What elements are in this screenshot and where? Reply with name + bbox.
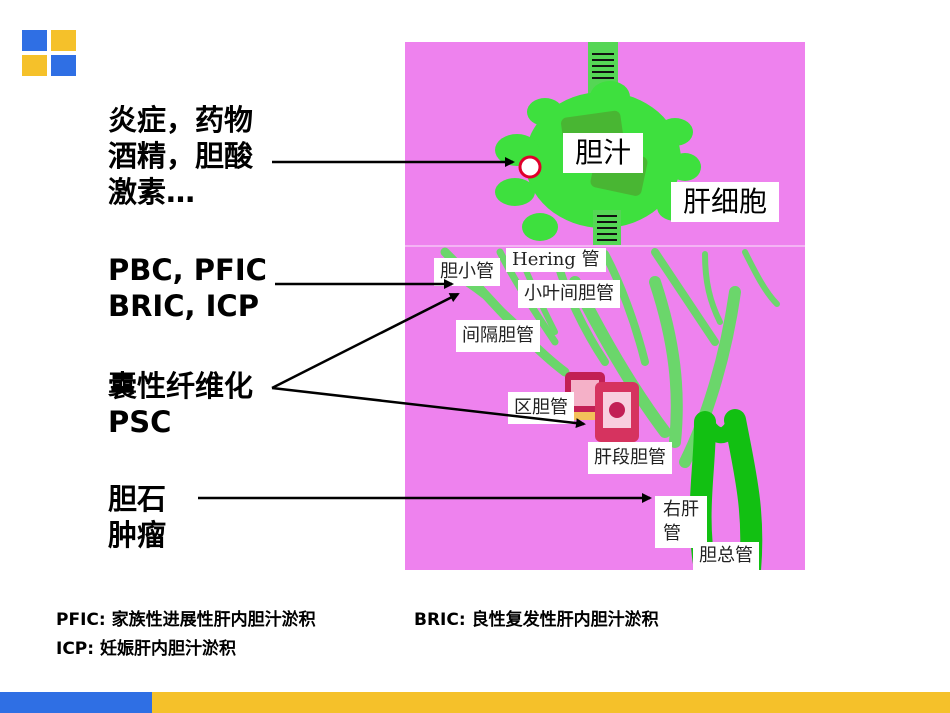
- cause-text: 炎症，药物: [108, 103, 254, 137]
- cause-text: 囊性纤维化: [108, 369, 254, 403]
- arrow-to-septal: [271, 292, 460, 390]
- cause-text: 激素…: [108, 175, 196, 209]
- cause-group-4: 胆石 肿瘤: [108, 481, 166, 553]
- label-interlobular: 小叶间胆管: [518, 280, 620, 308]
- label-common-bile-duct: 胆总管: [693, 542, 759, 570]
- logo-square-blue: [51, 55, 76, 76]
- label-right-hepatic-line: 管: [663, 523, 681, 544]
- cause-text: 酒精，胆酸: [108, 139, 254, 173]
- cause-group-3: 囊性纤维化 PSC: [108, 368, 253, 440]
- cause-text: BRIC, ICP: [108, 289, 259, 323]
- label-right-hepatic-line: 右肝: [663, 499, 699, 520]
- label-septal: 间隔胆管: [456, 320, 540, 352]
- label-hepatocyte: 肝细胞: [671, 182, 780, 222]
- cause-text: 胆石: [108, 482, 167, 516]
- label-canaliculus: 胆小管: [434, 258, 500, 286]
- cause-text: PBC, PFIC: [108, 253, 267, 287]
- logo-square-blue: [22, 30, 47, 51]
- label-hering: Hering 管: [506, 248, 606, 272]
- label-right-hepatic: 右肝 管: [655, 496, 707, 548]
- cause-text: PSC: [108, 405, 172, 439]
- biliary-tree-panel: 胆汁 肝细胞 胆小管 Hering 管 小叶间胆管 间隔胆管 区胆管 肝段胆管 …: [405, 42, 805, 570]
- footer-bar-yellow: [152, 692, 950, 713]
- logo-square-yellow: [22, 55, 47, 76]
- logo-square-yellow: [51, 30, 76, 51]
- cause-group-1: 炎症，药物 酒精，胆酸 激素…: [108, 102, 253, 210]
- cause-group-2: PBC, PFIC BRIC, ICP: [108, 252, 267, 324]
- label-segmental: 肝段胆管: [588, 442, 672, 474]
- footer-bar-blue: [0, 692, 152, 713]
- footnote-bric: BRIC: 良性复发性肝内胆汁淤积: [414, 610, 659, 630]
- footnote-pfic: PFIC: 家族性进展性肝内胆汁淤积: [56, 610, 316, 630]
- footnote-icp: ICP: 妊娠肝内胆汁淤积: [56, 639, 236, 659]
- arrow-to-area-duct: [271, 386, 586, 429]
- logo: [22, 30, 76, 76]
- label-bile: 胆汁: [563, 133, 644, 173]
- cause-text: 肿瘤: [108, 518, 167, 552]
- bile-marker-circle: [518, 155, 542, 179]
